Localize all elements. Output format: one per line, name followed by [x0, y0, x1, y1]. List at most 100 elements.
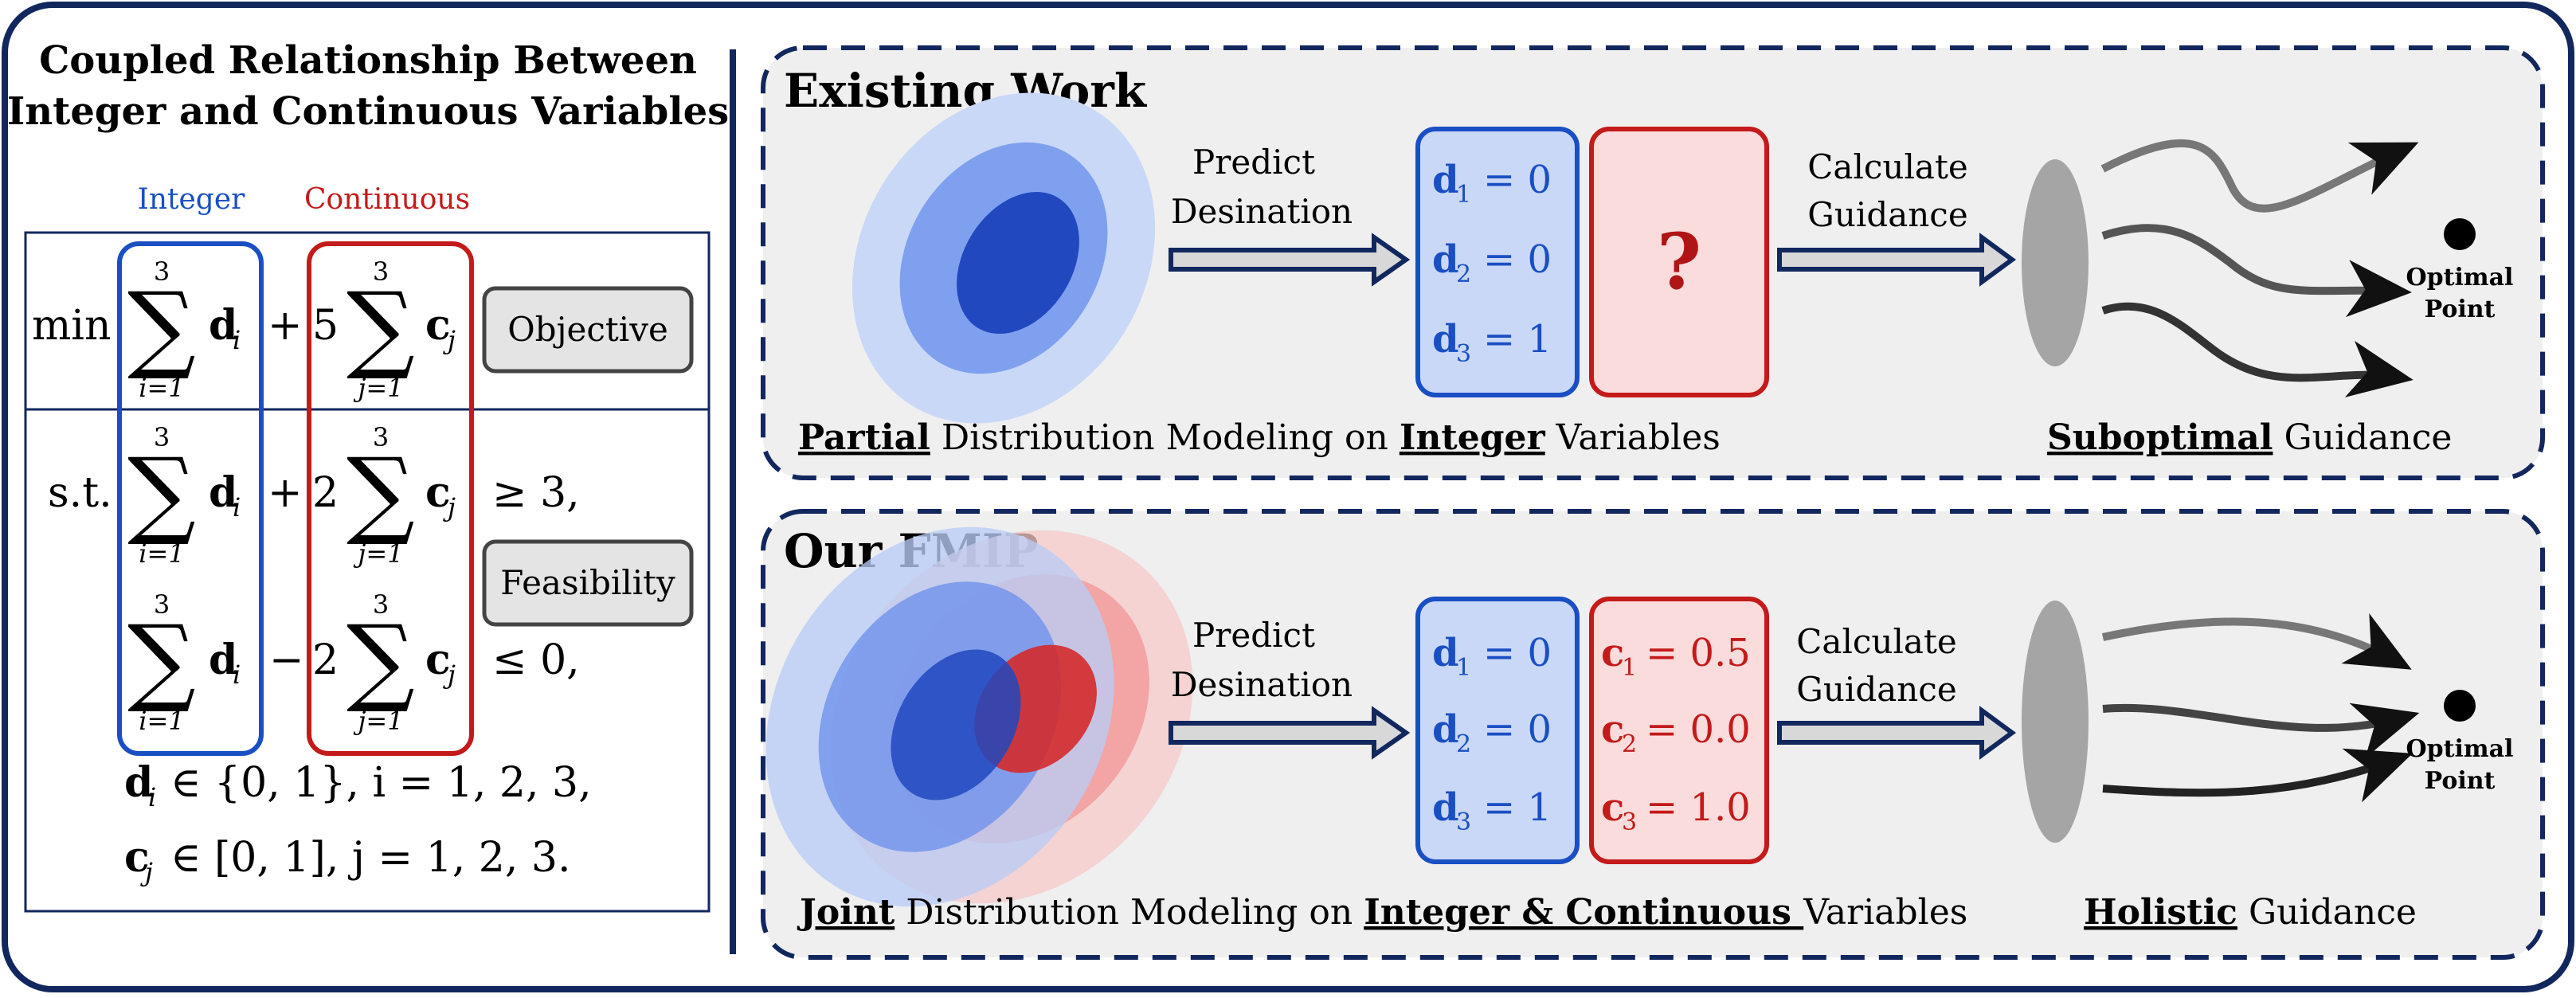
caption-guidance: Guidance	[2273, 417, 2452, 458]
sum-lower: j=1	[353, 538, 403, 569]
d3-symbol: d	[1432, 317, 1459, 362]
suboptimal-path-1	[2100, 139, 2419, 213]
c1-value: = 0.5	[1646, 631, 1751, 675]
caption-partial: Partial	[798, 417, 930, 458]
calculate-label-2: Guidance	[1807, 195, 1967, 234]
sum-upper: 3	[373, 422, 389, 452]
sum-symbol: ∑	[127, 272, 196, 383]
fmip-caption: Joint Distribution Modeling on Integer &…	[797, 892, 1967, 933]
sum-upper: 3	[154, 256, 170, 287]
coef-5: 5	[312, 302, 339, 350]
fmip-c-box	[1589, 597, 1769, 864]
left-panel: Coupled Relationship Between Integer and…	[7, 38, 729, 913]
optimal-label-2: Point	[2425, 767, 2496, 795]
integer-highlight-box	[117, 241, 264, 756]
d3-value: = 1	[1483, 785, 1552, 830]
existing-work-panel: Existing Work Predict Desination d 1 = 0…	[761, 45, 2545, 480]
sum-lower: i=1	[139, 706, 184, 736]
d-sub: i	[233, 659, 241, 690]
domain-d-symbol: d	[124, 758, 153, 807]
calculate-arrow	[1777, 706, 2017, 760]
d1-symbol: d	[1432, 631, 1459, 675]
d1-sub: 1	[1456, 654, 1471, 682]
d2-value: = 0	[1483, 237, 1552, 282]
leq-0: ≤ 0,	[492, 636, 580, 684]
holistic-path-1	[2101, 613, 2412, 670]
holistic-path-2	[2102, 703, 2420, 758]
caption-integer: Integer	[1400, 417, 1546, 458]
sum-symbol: ∑	[127, 438, 196, 549]
caption-mid: Distribution Modeling on	[930, 417, 1400, 458]
caption-guidance: Guidance	[2237, 892, 2417, 933]
caption-end: Variables	[1545, 417, 1721, 458]
c2-symbol: c	[1601, 707, 1624, 752]
existing-caption: Partial Distribution Modeling on Integer…	[798, 417, 1721, 458]
d2-sub: 2	[1456, 730, 1471, 758]
constraint1-sum-d: 3 ∑ i=1 d i	[127, 422, 241, 569]
feasibility-label: Feasibility	[500, 563, 675, 602]
coef-2: 2	[312, 636, 339, 684]
start-region	[2022, 601, 2089, 843]
plus-sign: +	[268, 469, 303, 517]
objective-tag	[482, 286, 694, 374]
d2-symbol: d	[1432, 237, 1459, 282]
optimal-point-dot	[2444, 218, 2476, 250]
sum-lower: j=1	[353, 706, 403, 736]
suboptimal-path-3	[2101, 302, 2414, 397]
sum-upper: 3	[154, 422, 170, 452]
calculate-arrow	[1777, 233, 2017, 287]
sum-lower: i=1	[139, 373, 184, 403]
domain-d-sub: i	[148, 782, 156, 812]
c-var: c	[425, 636, 451, 684]
constraint2-sum-c: 3 ∑ j=1 c j	[346, 589, 456, 736]
sum-symbol: ∑	[127, 605, 196, 716]
d-var: d	[209, 468, 237, 517]
suboptimal-path-2	[2101, 224, 2412, 318]
calculate-label-2: Guidance	[1796, 670, 1956, 709]
predict-label-1: Predict	[1192, 616, 1315, 655]
c-var: c	[425, 301, 451, 350]
coef-2: 2	[312, 469, 339, 517]
d-var: d	[209, 301, 237, 350]
plus-sign: +	[268, 302, 303, 350]
fmip-d-box	[1415, 597, 1580, 864]
unknown-continuous-box	[1589, 127, 1769, 397]
continuous-label: Continuous	[304, 183, 470, 216]
feasibility-tag	[482, 539, 694, 627]
predict-arrow	[1169, 233, 1411, 287]
holistic-path-3	[2102, 748, 2413, 803]
c2-sub: 2	[1622, 730, 1637, 758]
geq-3: ≥ 3,	[492, 469, 580, 517]
predict-arrow	[1169, 706, 1411, 760]
d3-value: = 1	[1483, 317, 1552, 362]
d3-sub: 3	[1456, 808, 1471, 836]
optimal-point-dot	[2444, 690, 2476, 722]
caption-holistic: Holistic	[2084, 892, 2237, 933]
optimal-label-2: Point	[2425, 295, 2496, 323]
d1-sub: 1	[1456, 181, 1471, 209]
formulation-box	[24, 231, 711, 913]
caption-integer-continuous: Integer & Continuous	[1364, 892, 1803, 933]
optimal-label-1: Optimal	[2406, 264, 2514, 292]
objective-sum-c: 3 ∑ j=1 c j	[346, 256, 456, 403]
sum-symbol: ∑	[346, 438, 415, 549]
sum-upper: 3	[373, 256, 389, 287]
existing-guidance-caption: Suboptimal Guidance	[2047, 417, 2452, 458]
integer-distribution-core	[891, 649, 1021, 800]
constraint2-sum-d: 3 ∑ i=1 d i	[127, 589, 241, 736]
predict-label-2: Desination	[1171, 192, 1353, 231]
sum-upper: 3	[373, 589, 389, 620]
c-var: c	[425, 468, 451, 517]
d-sub: i	[233, 325, 241, 355]
sum-lower: j=1	[353, 373, 403, 403]
calculate-label-1: Calculate	[1807, 147, 1967, 186]
constraint1-sum-c: 3 ∑ j=1 c j	[346, 422, 456, 569]
fmip-c-values: c 1 = 0.5 c 2 = 0.0 c 3 = 1.0	[1601, 631, 1751, 836]
start-region	[2022, 159, 2089, 366]
caption-suboptimal: Suboptimal	[2047, 417, 2273, 458]
optimal-label-1: Optimal	[2406, 735, 2514, 763]
existing-d-box	[1415, 127, 1580, 397]
calculate-label-1: Calculate	[1796, 622, 1956, 661]
